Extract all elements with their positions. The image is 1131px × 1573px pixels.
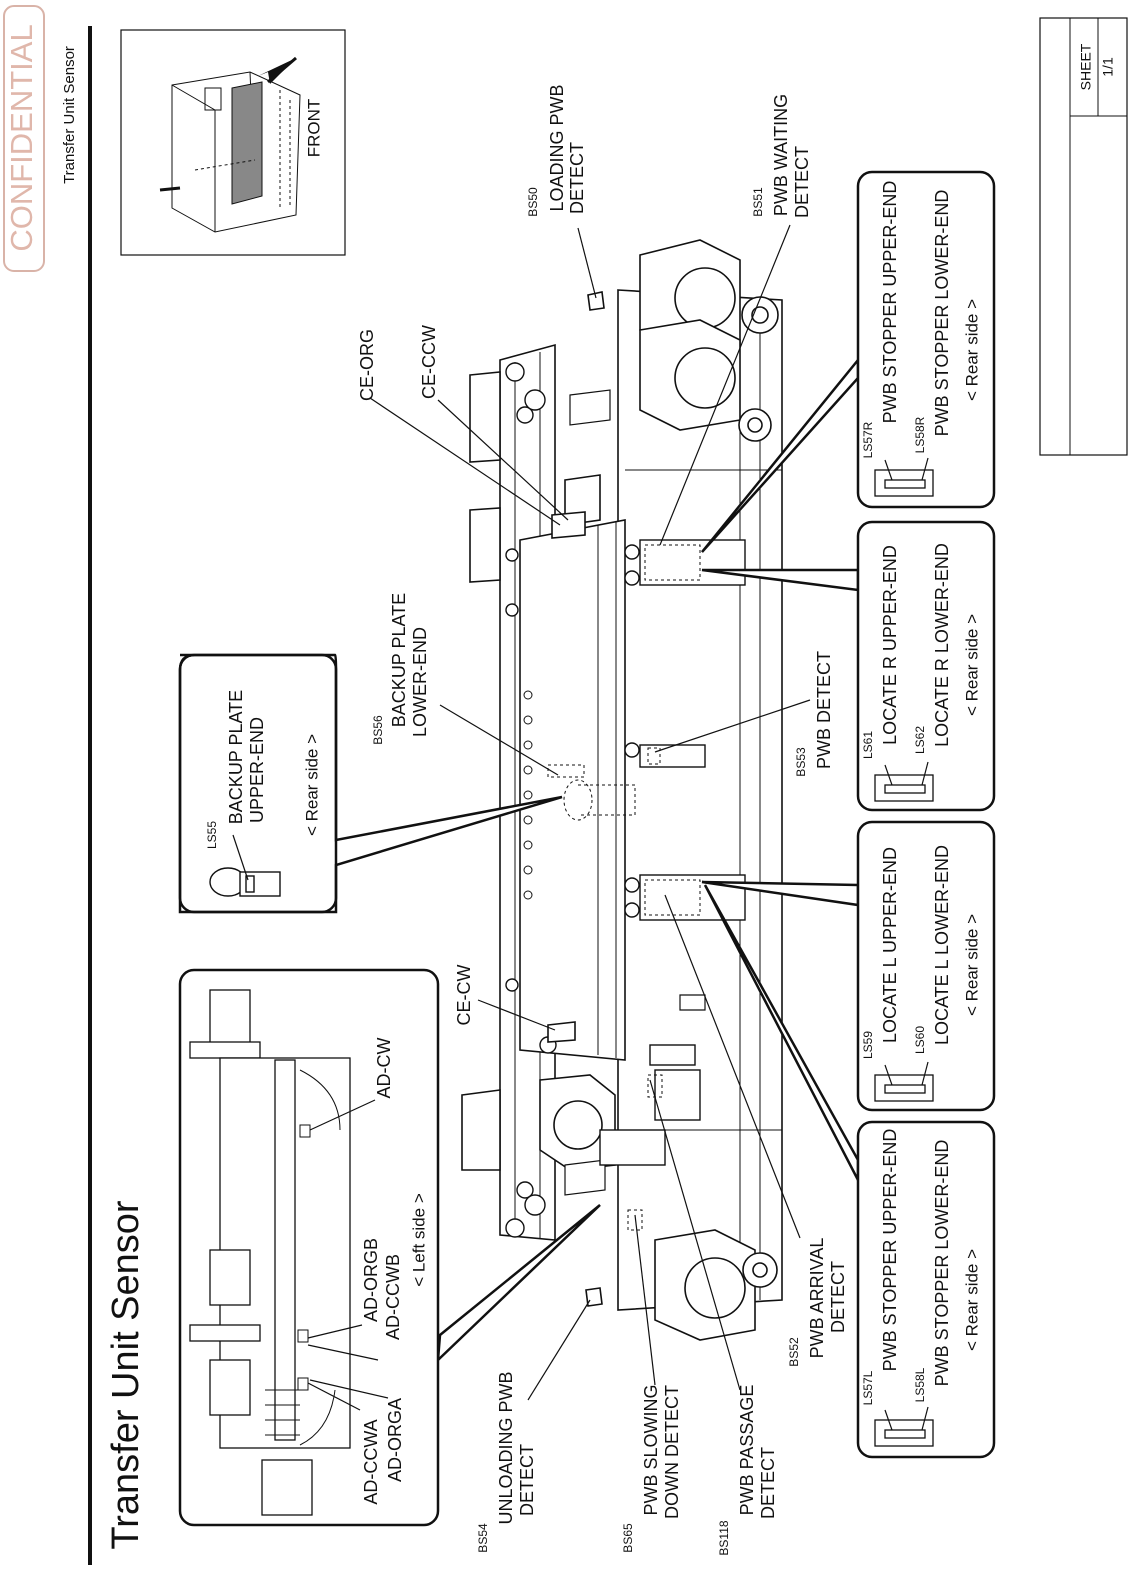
label-bs50-line2: DETECT — [567, 142, 587, 214]
label-ls55-line1: BACKUP PLATE — [226, 690, 246, 824]
label-bs56-line2: LOWER-END — [410, 627, 430, 737]
label-ad-orgb: AD-ORGB — [361, 1238, 381, 1322]
label-bs54-line1: UNLOADING PWB — [496, 1371, 516, 1524]
label-bs56-line1: BACKUP PLATE — [389, 593, 409, 727]
label-ce-ccw: CE-CCW — [419, 325, 439, 399]
label-stopper-r-side: < Rear side > — [962, 299, 981, 401]
leader-lines — [369, 224, 811, 1401]
front-caption: FRONT — [304, 99, 323, 158]
label-ls57r-text: PWB STOPPER UPPER-END — [880, 181, 900, 424]
label-bs53-line1: PWB DETECT — [814, 651, 834, 769]
sheet-value: 1/1 — [1100, 57, 1116, 77]
label-locate-l-side: < Rear side > — [962, 914, 981, 1016]
label-ls55-code: LS55 — [205, 821, 219, 849]
label-bs56-code: BS56 — [371, 715, 385, 745]
label-locate-r-side: < Rear side > — [962, 614, 981, 716]
label-ls57r-code: LS57R — [861, 421, 875, 458]
transfer-unit-drawing — [461, 239, 783, 1341]
label-bs65-line2: DOWN DETECT — [662, 1385, 682, 1519]
callout-locate-r — [701, 520, 996, 812]
label-ls55-side: < Rear side > — [302, 734, 321, 836]
label-ls58r-code: LS58R — [913, 416, 927, 453]
callout-stopper-r — [701, 170, 996, 553]
label-ls58l-code: LS58L — [913, 1367, 927, 1402]
label-ls59-code: LS59 — [861, 1031, 875, 1059]
label-ce-cw: CE-CW — [454, 965, 474, 1026]
label-stopper-l-side: < Rear side > — [962, 1249, 981, 1351]
label-bs51-code: BS51 — [751, 187, 765, 217]
label-ls55-line2: UPPER-END — [247, 717, 267, 823]
label-ls62-code: LS62 — [913, 726, 927, 754]
label-bs52-line1: PWB ARRIVAL — [807, 1238, 827, 1359]
label-ad-orga: AD-ORGA — [385, 1398, 405, 1482]
label-ls57l-text: PWB STOPPER UPPER-END — [880, 1129, 900, 1372]
label-bs51-line1: PWB WAITING — [771, 94, 791, 216]
label-ad-cw: AD-CW — [374, 1038, 394, 1099]
page-title: Transfer Unit Sensor — [105, 1200, 147, 1550]
callout-stopper-l — [703, 884, 996, 1459]
label-ls61-code: LS61 — [861, 731, 875, 759]
label-ad-ccwa: AD-CCWA — [361, 1419, 381, 1504]
callout-ad-left — [178, 968, 601, 1527]
label-ls60-text: LOCATE L LOWER-END — [932, 845, 952, 1045]
label-bs53-code: BS53 — [794, 747, 808, 777]
label-ls58r-text: PWB STOPPER LOWER-END — [932, 190, 952, 437]
sheet-label: SHEET — [1078, 43, 1094, 90]
label-bs50-code: BS50 — [526, 187, 540, 217]
callout-locate-l — [701, 820, 996, 1112]
label-bs51-line2: DETECT — [792, 146, 812, 218]
label-bs54-line2: DETECT — [517, 1444, 537, 1516]
label-bs50-line1: LOADING PWB — [547, 84, 567, 211]
label-bs118-line2: DETECT — [758, 1447, 778, 1519]
label-bs118-code: BS118 — [717, 1520, 731, 1555]
label-bs52-line2: DETECT — [828, 1261, 848, 1333]
label-ls60-code: LS60 — [913, 1026, 927, 1054]
label-bs54-code: BS54 — [476, 1523, 490, 1553]
label-ce-org: CE-ORG — [357, 329, 377, 401]
label-ad-ccwb: AD-CCWB — [383, 1254, 403, 1340]
label-bs118-line1: PWB PASSAGE — [737, 1385, 757, 1516]
running-title: Transfer Unit Sensor — [61, 46, 78, 184]
front-thumbnail: FRONT — [120, 29, 346, 256]
confidential-stamp: CONFIDENTIAL — [3, 5, 45, 272]
label-ls61-text: LOCATE R UPPER-END — [880, 545, 900, 745]
title-block: SHEET 1/1 — [1039, 17, 1128, 456]
label-ls62-text: LOCATE R LOWER-END — [932, 543, 952, 747]
callout-backup-plate — [178, 653, 563, 914]
label-bs65-line1: PWB SLOWING — [641, 1384, 661, 1515]
label-bs65-code: BS65 — [621, 1523, 635, 1553]
confidential-text: CONFIDENTIAL — [4, 24, 39, 251]
label-bs52-code: BS52 — [787, 1337, 801, 1367]
labels: BS50 LOADING PWB DETECT BS51 PWB WAITING… — [205, 84, 981, 1555]
label-ls57l-code: LS57L — [861, 1370, 875, 1405]
label-ad-side: < Left side > — [409, 1193, 428, 1287]
label-ls58l-text: PWB STOPPER LOWER-END — [932, 1140, 952, 1387]
label-ls59-text: LOCATE L UPPER-END — [880, 847, 900, 1043]
